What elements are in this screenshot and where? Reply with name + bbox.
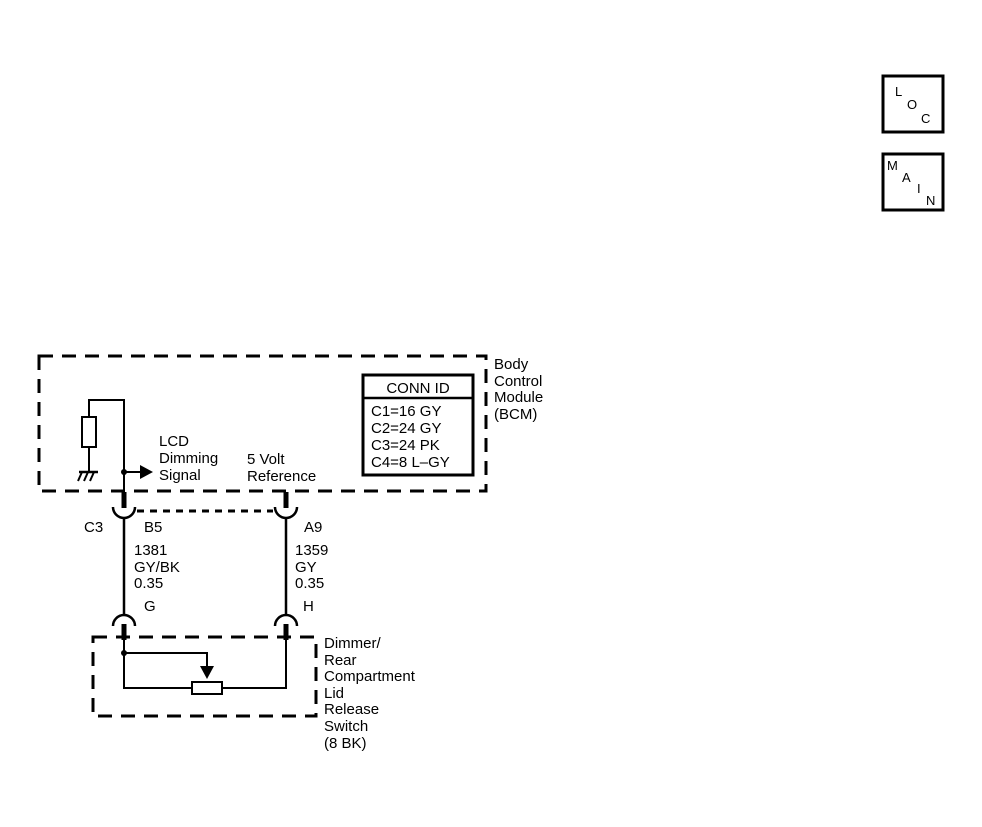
five-volt-reference-label: 5 Volt Reference — [247, 451, 316, 485]
bcm-boundary — [37, 354, 488, 493]
svg-text:(8 BK): (8 BK) — [324, 735, 367, 752]
svg-text:(BCM): (BCM) — [494, 406, 537, 423]
main-letter-i: I — [917, 181, 921, 196]
loc-letter-o: O — [907, 97, 917, 112]
connector-g — [111, 613, 137, 627]
bcm-internal-circuit — [77, 399, 140, 492]
connector-h — [273, 613, 299, 627]
svg-text:Body: Body — [494, 356, 529, 373]
switch-boundary — [91, 635, 318, 718]
conn-id-row: C3=24 PK — [371, 437, 440, 454]
pin-label: B5 — [144, 519, 162, 536]
main-button[interactable]: M A I N — [881, 152, 945, 212]
circuit-number: 1359 — [295, 542, 328, 559]
junction-dot — [121, 650, 127, 656]
loc-button[interactable]: L O C — [881, 74, 945, 134]
wire-color: GY/BK — [134, 559, 180, 576]
circuit-number: 1381 — [134, 542, 167, 559]
conn-id-row: C2=24 GY — [371, 420, 441, 437]
potentiometer-icon — [191, 681, 223, 695]
junction-dot — [121, 469, 127, 475]
conn-id-row: C1=16 GY — [371, 403, 441, 420]
svg-text:Lid: Lid — [324, 685, 344, 702]
connector-c3-b5 — [111, 506, 137, 520]
connector-a9 — [273, 506, 299, 520]
connector-label: C3 — [84, 519, 103, 536]
pin-label: A9 — [304, 519, 322, 536]
svg-text:Signal: Signal — [159, 467, 201, 484]
main-letter-a: A — [902, 170, 911, 185]
svg-text:Reference: Reference — [247, 468, 316, 485]
wire-size: 0.35 — [134, 575, 163, 592]
switch-name: Dimmer/ Rear Compartment Lid Release Swi… — [324, 635, 416, 752]
conn-id-row: C4=8 L–GY — [371, 454, 450, 471]
svg-text:Module: Module — [494, 389, 543, 406]
svg-text:Rear: Rear — [324, 652, 357, 669]
svg-text:Control: Control — [494, 373, 542, 390]
main-letter-n: N — [926, 193, 935, 208]
svg-text:Release: Release — [324, 701, 379, 718]
lcd-dimming-signal-label: LCD Dimming Signal — [159, 433, 218, 484]
svg-text:LCD: LCD — [159, 433, 189, 450]
svg-text:Dimmer/: Dimmer/ — [324, 635, 381, 652]
wire-color: GY — [295, 559, 317, 576]
resistor-icon — [81, 416, 97, 448]
bcm-name: Body Control Module (BCM) — [494, 356, 543, 423]
svg-text:Compartment: Compartment — [324, 668, 416, 685]
pin-label: G — [144, 598, 156, 615]
conn-id-header: CONN ID — [386, 380, 450, 397]
conn-id-table: CONN ID C1=16 GY C2=24 GY C3=24 PK C4=8 … — [361, 373, 475, 477]
pin-label: H — [303, 598, 314, 615]
svg-text:Dimming: Dimming — [159, 450, 218, 467]
signal-arrow-icon — [140, 465, 153, 479]
loc-letter-l: L — [895, 84, 902, 99]
main-letter-m: M — [887, 158, 898, 173]
loc-letter-c: C — [921, 111, 930, 126]
wiper-arrow-icon — [200, 666, 214, 679]
wire-size: 0.35 — [295, 575, 324, 592]
svg-text:5 Volt: 5 Volt — [247, 451, 285, 468]
svg-text:Switch: Switch — [324, 718, 368, 735]
